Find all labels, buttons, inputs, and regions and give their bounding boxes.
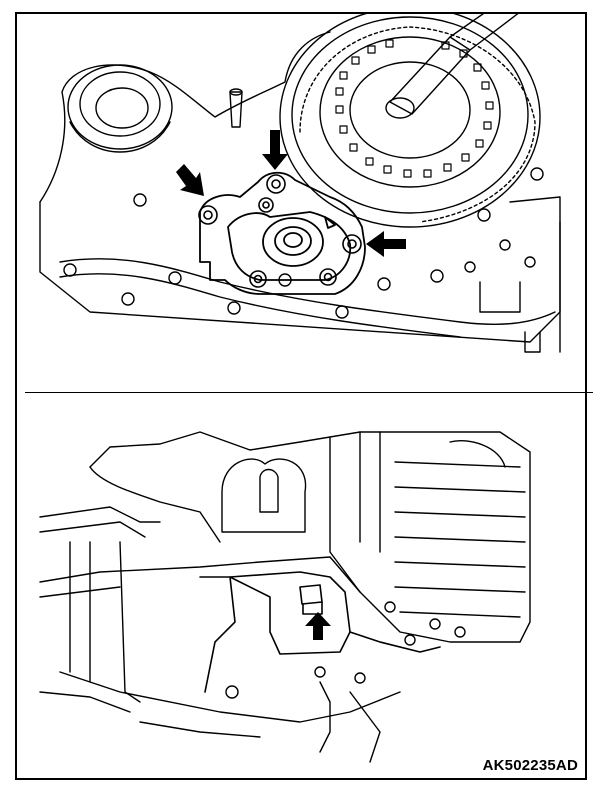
- cover-body: [200, 173, 365, 294]
- finned-case: [330, 432, 530, 642]
- arrow-1: [176, 164, 204, 196]
- panel-divider: [25, 392, 593, 393]
- top-view-illustration: [0, 12, 608, 392]
- ring-gear: [280, 12, 540, 227]
- callout-arrows: [176, 130, 406, 257]
- arrow-2: [262, 130, 288, 170]
- figure-code-label: AK502235AD: [482, 757, 578, 774]
- bracket: [200, 572, 440, 692]
- arrow-4: [305, 612, 331, 640]
- shaft: [386, 12, 520, 118]
- arrow-3: [366, 231, 406, 257]
- lower-bolts: [226, 602, 465, 698]
- flange-holes: [64, 168, 543, 318]
- housing-outline: [40, 32, 330, 202]
- figure-frame: [15, 12, 587, 780]
- bolts: [199, 175, 361, 287]
- bottom-view-illustration: [0, 392, 608, 780]
- upper-left-boss: [68, 65, 172, 152]
